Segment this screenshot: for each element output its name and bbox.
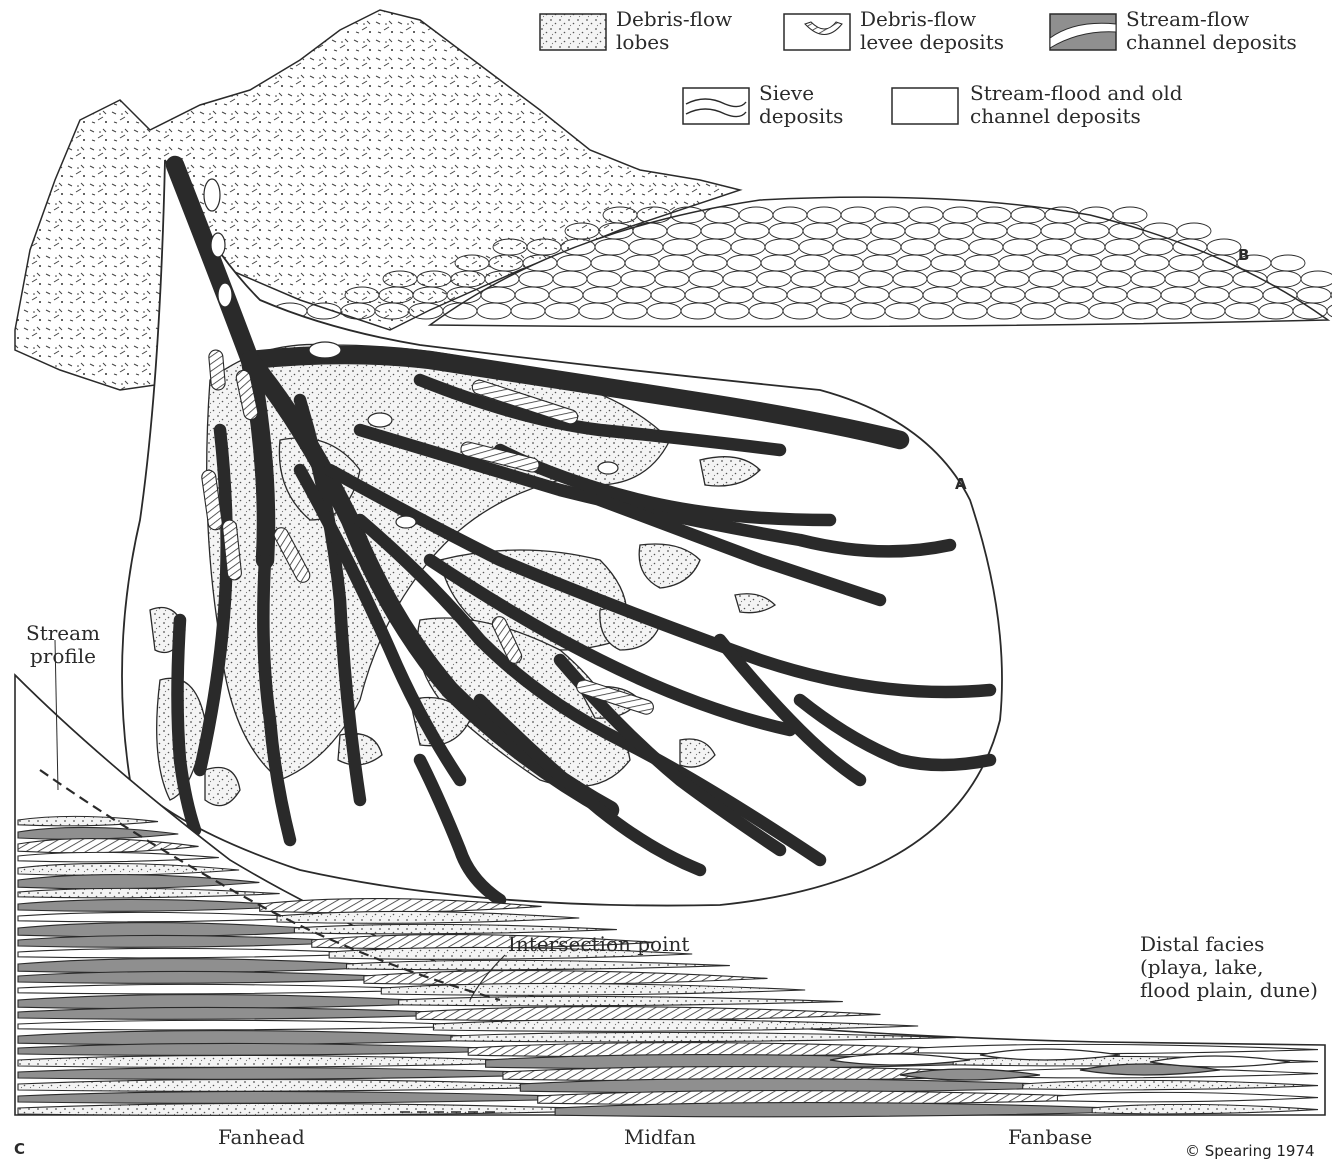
distal-facies-label: Distal facies (playa, lake, flood plain,… <box>1140 933 1318 1002</box>
stream-profile-line2: profile <box>26 645 100 668</box>
intersection-point-label: Intersection point <box>508 933 689 956</box>
mountains <box>15 10 740 390</box>
legend-stream-flood-line1: Stream-flood and old <box>970 82 1183 105</box>
legend-lobes-line2: lobes <box>616 31 732 54</box>
legend-swatch-stream-flood <box>892 88 958 124</box>
stream-profile-label: Stream profile <box>26 622 100 668</box>
panel-label-c: C <box>14 1138 25 1161</box>
distal-facies-line2: (playa, lake, <box>1140 956 1318 979</box>
legend-swatch-sieve <box>683 88 749 124</box>
legend-stream-flood-line2: channel deposits <box>970 105 1183 128</box>
legend-swatch-levee <box>784 14 850 50</box>
legend-stream-channel-line1: Stream-flow <box>1126 8 1297 31</box>
legend-label-stream-flood: Stream-flood and old channel deposits <box>970 82 1183 128</box>
distal-facies-line1: Distal facies <box>1140 933 1318 956</box>
zone-label-fanhead: Fanhead <box>218 1126 305 1149</box>
legend-levee-line1: Debris-flow <box>860 8 1004 31</box>
copyright-notice: © Spearing 1974 <box>1185 1142 1315 1160</box>
stream-profile-line1: Stream <box>26 622 100 645</box>
legend-swatch-lobes <box>540 14 606 50</box>
zone-label-midfan: Midfan <box>624 1126 696 1149</box>
panel-label-a: A <box>955 473 967 496</box>
zone-label-fanbase: Fanbase <box>1008 1126 1092 1149</box>
panel-label-b: B <box>1238 244 1249 267</box>
legend-stream-channel-line2: channel deposits <box>1126 31 1297 54</box>
legend-label-stream-channel: Stream-flow channel deposits <box>1126 8 1297 54</box>
legend-swatch-stream-channel <box>1050 14 1116 50</box>
legend-label-levee: Debris-flow levee deposits <box>860 8 1004 54</box>
legend-label-sieve: Sieve deposits <box>759 82 843 128</box>
distal-facies-line3: flood plain, dune) <box>1140 979 1318 1002</box>
legend-lobes-line1: Debris-flow <box>616 8 732 31</box>
legend-label-lobes: Debris-flow lobes <box>616 8 732 54</box>
legend-sieve-line1: Sieve <box>759 82 843 105</box>
legend-sieve-line2: deposits <box>759 105 843 128</box>
legend-levee-line2: levee deposits <box>860 31 1004 54</box>
